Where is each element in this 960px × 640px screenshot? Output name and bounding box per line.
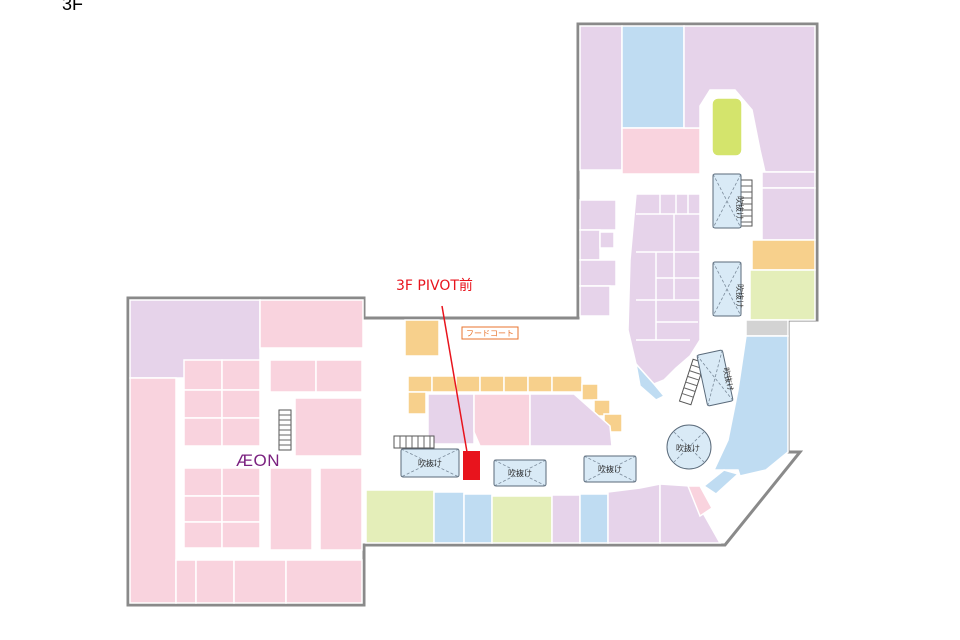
void-atrium: 吹抜け xyxy=(400,448,460,478)
escalator-icon xyxy=(393,435,435,449)
svg-text:吹抜け: 吹抜け xyxy=(735,284,745,308)
svg-text:吹抜け: 吹抜け xyxy=(508,468,532,478)
food-court-shop xyxy=(404,319,440,357)
svg-text:吹抜け: 吹抜け xyxy=(676,443,700,453)
void-atrium: 吹抜け xyxy=(583,455,637,483)
floor-label: 3F xyxy=(62,0,84,14)
aeon-logo: ÆON xyxy=(236,451,280,470)
svg-text:吹抜け: 吹抜け xyxy=(598,464,622,474)
void-atrium: 吹抜け xyxy=(666,424,712,470)
east-grid-lines xyxy=(636,194,700,341)
void-atrium: 吹抜け xyxy=(696,349,736,407)
food-court-stalls xyxy=(407,375,623,433)
east-wing-shops xyxy=(579,25,816,495)
void-atrium: 吹抜け xyxy=(712,173,745,229)
marker-label: 3F PIVOT前 xyxy=(396,277,473,294)
svg-text:吹抜け: 吹抜け xyxy=(418,458,442,468)
svg-text:フードコート: フードコート xyxy=(466,329,514,338)
void-atrium: 吹抜け xyxy=(712,261,745,317)
svg-text:吹抜け: 吹抜け xyxy=(735,196,745,220)
location-marker[interactable] xyxy=(463,451,480,480)
food-court-label: フードコート xyxy=(461,326,519,340)
svg-text:吹抜け: 吹抜け xyxy=(721,366,736,392)
aeon-area xyxy=(129,299,364,604)
marker-pointer-line xyxy=(441,305,468,453)
void-atrium: 吹抜け xyxy=(493,459,547,487)
center-shops xyxy=(427,393,613,447)
south-shops xyxy=(365,483,722,544)
escalator-icon xyxy=(278,409,292,451)
